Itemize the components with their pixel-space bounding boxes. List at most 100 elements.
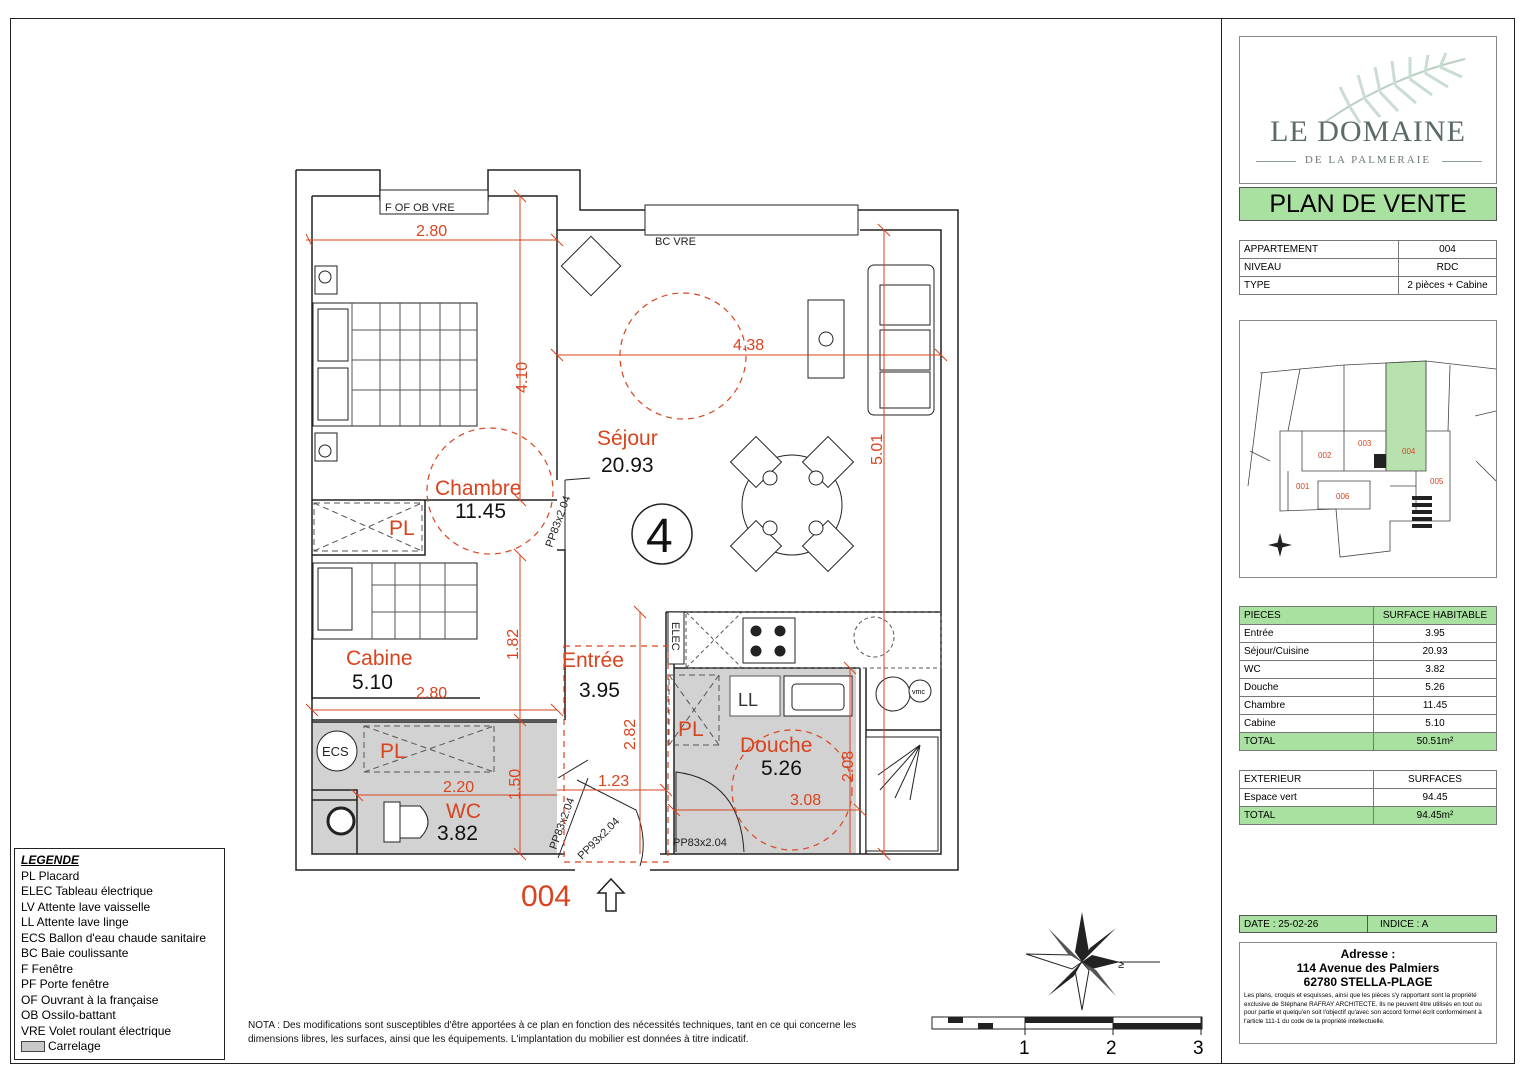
shower-tray-icon (865, 736, 939, 852)
legend-item: LV Attente lave vaisselle (21, 899, 151, 914)
single-bed-icon (312, 562, 478, 640)
room-surface: 3.95 (1373, 624, 1497, 643)
room-douche-name: Douche (740, 734, 812, 757)
dim-chambre-width: 2.80 (416, 223, 447, 240)
placard-label: PL (678, 718, 704, 741)
door-entry-label: PP93x2.04 (576, 816, 623, 863)
sofa-icon (867, 264, 935, 416)
site-unit-label: 001 (1296, 482, 1310, 491)
placard-label: PL (380, 740, 406, 763)
address-box: Adresse : 114 Avenue des Palmiers 62780 … (1239, 942, 1497, 1044)
elec-label: ELEC (669, 622, 681, 651)
door-douche-label: PP83x2.04 (673, 837, 727, 849)
site-plan: 001 002 003 004 005 006 (1239, 320, 1497, 578)
room-surface: 3.82 (1373, 660, 1497, 679)
vmc-icon (875, 676, 911, 712)
room-label: Entrée (1239, 624, 1374, 643)
bedside-lamp-icon (314, 265, 338, 462)
dining-table-icon (729, 435, 855, 573)
legend-item: ECS Ballon d'eau chaude sanitaire (21, 930, 207, 945)
date-label: DATE : 25-02-26 (1244, 919, 1319, 930)
address-street: 114 Avenue des Palmiers (1296, 961, 1440, 975)
cartouche-divider (1221, 18, 1222, 1064)
info-value: 2 pièces + Cabine (1398, 276, 1497, 295)
north-arrow-icon (1268, 533, 1292, 557)
exterior-surface: 94.45 (1373, 788, 1497, 807)
room-entree-name: Entrée (562, 649, 624, 672)
brand-logo: LE DOMAINE DE LA PALMERAIE (1239, 36, 1497, 184)
drawing-frame (10, 18, 1515, 1064)
room-label: Séjour/Cuisine (1239, 642, 1374, 661)
dim-sejour-width: 4.38 (733, 337, 764, 354)
door-swings (557, 477, 745, 867)
scale-bar (931, 1016, 1203, 1035)
room-surface: 20.93 (1373, 642, 1497, 661)
exterior-label: Espace vert (1239, 788, 1374, 807)
site-unit-label: 002 (1318, 451, 1332, 460)
legend-item: ELEC Tableau électrique (21, 884, 153, 898)
room-surface: 5.26 (1373, 678, 1497, 697)
placard-label: PL (389, 517, 415, 540)
legend-box: LEGENDE PL Placard ELEC Tableau électriq… (14, 848, 225, 1060)
walls (295, 169, 959, 871)
unit-number-label: 004 (521, 880, 572, 913)
site-unit-label: 005 (1430, 477, 1444, 486)
double-bed-icon (312, 302, 478, 427)
room-sejour-area: 20.93 (601, 454, 654, 477)
room-chambre-area: 11.45 (455, 500, 506, 523)
legend-item: OF Ouvrant à la française (21, 992, 159, 1007)
toilet-icon (383, 801, 429, 843)
room-douche-area: 5.26 (761, 757, 802, 780)
vmc-icon (326, 806, 356, 836)
apartment-number-circle (631, 503, 693, 565)
ecs-label: ECS (322, 744, 349, 759)
logo-rule (1442, 161, 1482, 162)
dim-douche-depth: 2.08 (840, 751, 857, 782)
legend-item: LL Attente lave linge (21, 915, 129, 929)
info-label: APPARTEMENT (1239, 240, 1399, 259)
total-value: 94.45m² (1373, 806, 1497, 825)
ecs-water-heater-icon (316, 730, 358, 772)
scale-label-3: 3 (1193, 1038, 1204, 1059)
kitchen-counter (685, 611, 942, 669)
dim-wc-depth: 1.50 (507, 769, 524, 800)
windows (379, 189, 859, 236)
brand-name: LE DOMAINE (1270, 115, 1466, 148)
sink-icon (783, 675, 853, 717)
nota-text: NOTA : Des modifications sont susceptibl… (248, 1020, 857, 1045)
ll-box (729, 675, 781, 717)
scale-label-1: 1 (1019, 1038, 1030, 1059)
logo-rule (1256, 161, 1296, 162)
info-value: RDC (1398, 258, 1497, 277)
carrelage-swatch (21, 1041, 45, 1053)
site-plan-drawing (1247, 360, 1497, 558)
dim-douche-width: 3.08 (790, 792, 821, 809)
dimension-lines (305, 189, 948, 861)
window-sejour-label: BC VRE (655, 236, 696, 248)
room-surface: 5.10 (1373, 714, 1497, 733)
legend-item: BC Baie coulissante (21, 946, 129, 960)
legend-swatch-label: Carrelage (48, 1039, 101, 1053)
dim-sejour-depth: 5.01 (869, 434, 886, 465)
svg-text:≥: ≥ (1118, 959, 1124, 971)
window-chambre-label: F OF OB VRE (385, 202, 455, 214)
room-cabine-name: Cabine (346, 647, 413, 670)
dim-cabine-width: 2.80 (416, 685, 447, 702)
dim-entree-width: 1.23 (598, 773, 629, 790)
site-unit-label: 006 (1336, 492, 1350, 501)
site-unit-label: 003 (1358, 439, 1372, 448)
door-chambre-label: PP83x2.04 (544, 494, 574, 549)
info-label: TYPE (1239, 276, 1399, 295)
plan-title: PLAN DE VENTE (1239, 187, 1497, 221)
total-value: 50.51m² (1373, 732, 1497, 751)
room-sejour-name: Séjour (597, 427, 658, 450)
